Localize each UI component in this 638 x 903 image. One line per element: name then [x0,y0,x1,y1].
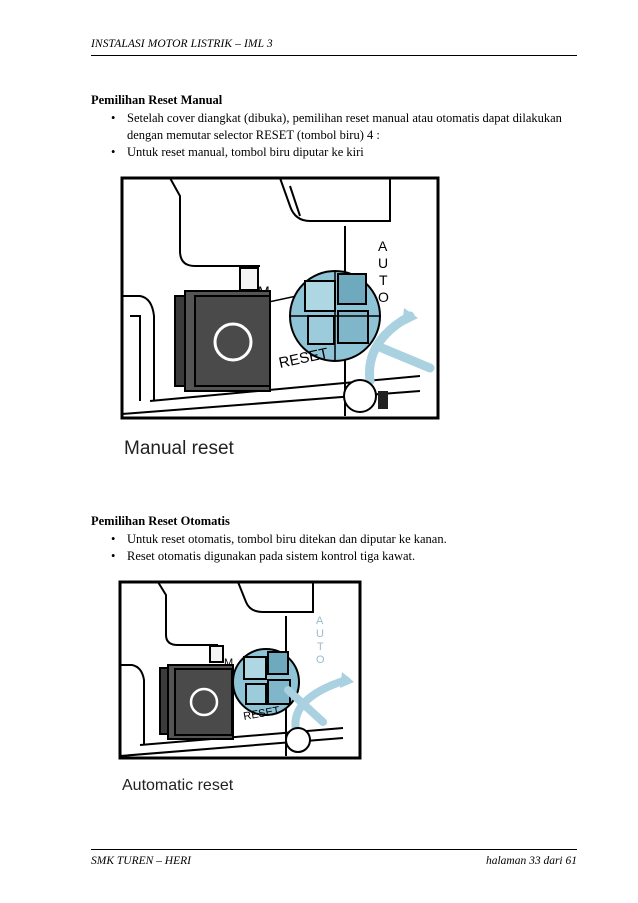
bullet-icon: • [111,532,116,546]
header-divider [91,55,577,56]
auto-letter: U [316,628,324,640]
list-item: • Reset otomatis digunakan pada sistem k… [91,548,583,565]
auto-letter: U [378,255,388,271]
auto-letter: A [378,238,388,254]
footer-divider [91,849,577,850]
bullet-text: Setelah cover diangkat (dibuka), pemilih… [127,111,562,142]
auto-letter: A [316,615,324,627]
auto-letter: T [379,272,388,288]
manual-reset-illustration: M RESET A U T O [120,176,440,420]
page-number: halaman 33 dari 61 [485,855,577,867]
page-header: INSTALASI MOTOR LISTRIK – IML 3 [91,38,273,50]
bullet-icon: • [111,145,116,159]
footer-author: SMK TUREN – HERI [91,855,191,867]
bullet-text: Reset otomatis digunakan pada sistem kon… [127,549,416,563]
manual-reset-figure: M RESET A U T O Manual reset [120,176,442,466]
bullet-icon: • [111,111,116,125]
section-title-auto: Pemilihan Reset Otomatis [91,514,230,528]
m-label: M [224,657,233,669]
automatic-reset-figure: M RESET A U T O Automatic reset [118,580,363,805]
bullet-list-manual: • Setelah cover diangkat (dibuka), pemil… [91,110,583,161]
figure-caption-manual: Manual reset [124,438,234,459]
list-item: • Untuk reset otomatis, tombol biru dite… [91,531,583,548]
list-item: • Setelah cover diangkat (dibuka), pemil… [91,110,583,144]
auto-letter: O [316,654,325,666]
section-title-manual: Pemilihan Reset Manual [91,93,223,107]
automatic-reset-illustration: M RESET A U T O [118,580,362,760]
auto-letter: O [378,289,389,305]
bullet-text: Untuk reset otomatis, tombol biru diteka… [127,532,447,546]
auto-letter: T [317,641,324,653]
bullet-text: Untuk reset manual, tombol biru diputar … [127,145,364,159]
bullet-list-auto: • Untuk reset otomatis, tombol biru dite… [91,531,583,565]
list-item: • Untuk reset manual, tombol biru diputa… [91,144,583,161]
bullet-icon: • [111,549,116,563]
figure-caption-auto: Automatic reset [122,777,234,794]
